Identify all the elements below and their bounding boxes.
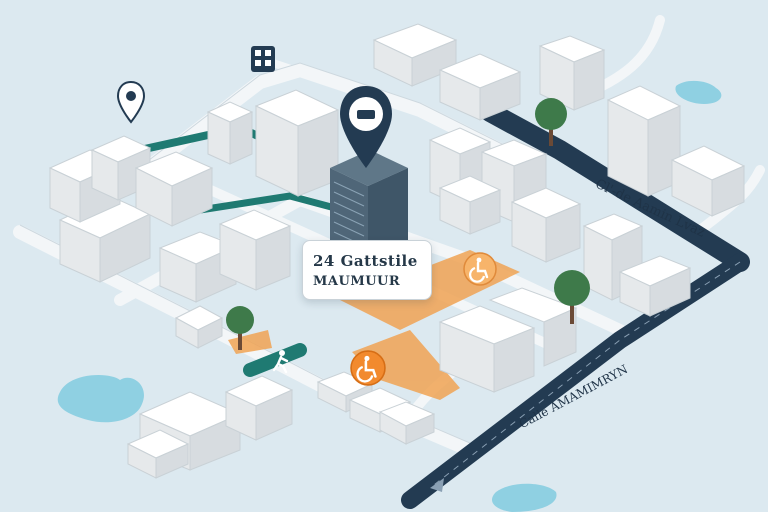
location-pin-icon[interactable] (115, 80, 147, 124)
walking-icon[interactable] (266, 348, 296, 374)
tree-left (226, 306, 254, 350)
wheelchair-icon[interactable] (463, 252, 497, 286)
main-road-center-line (429, 261, 741, 489)
water-areas (57, 80, 722, 512)
main-road (401, 102, 750, 509)
pond-top-right (675, 80, 722, 104)
main-road-lower (401, 253, 749, 509)
destination-name: MAUMUUR (313, 273, 401, 289)
trees (226, 98, 590, 350)
direction-arrow (430, 478, 444, 492)
buildings (48, 23, 746, 479)
tree-top-right (535, 98, 567, 146)
tree-right (554, 270, 590, 324)
pond-right-bottom (491, 483, 557, 512)
destination-tower (330, 150, 408, 262)
destination-label[interactable]: 24 Gattstile MAUMUUR (302, 240, 432, 300)
map-pin-icon[interactable] (336, 84, 396, 174)
pond-left (57, 375, 144, 423)
main-road-upper (480, 102, 750, 272)
destination-address: 24 Gattstile (313, 251, 418, 270)
building-block (58, 195, 152, 283)
transit-icon[interactable] (249, 44, 277, 74)
wheelchair-icon[interactable] (350, 350, 386, 386)
